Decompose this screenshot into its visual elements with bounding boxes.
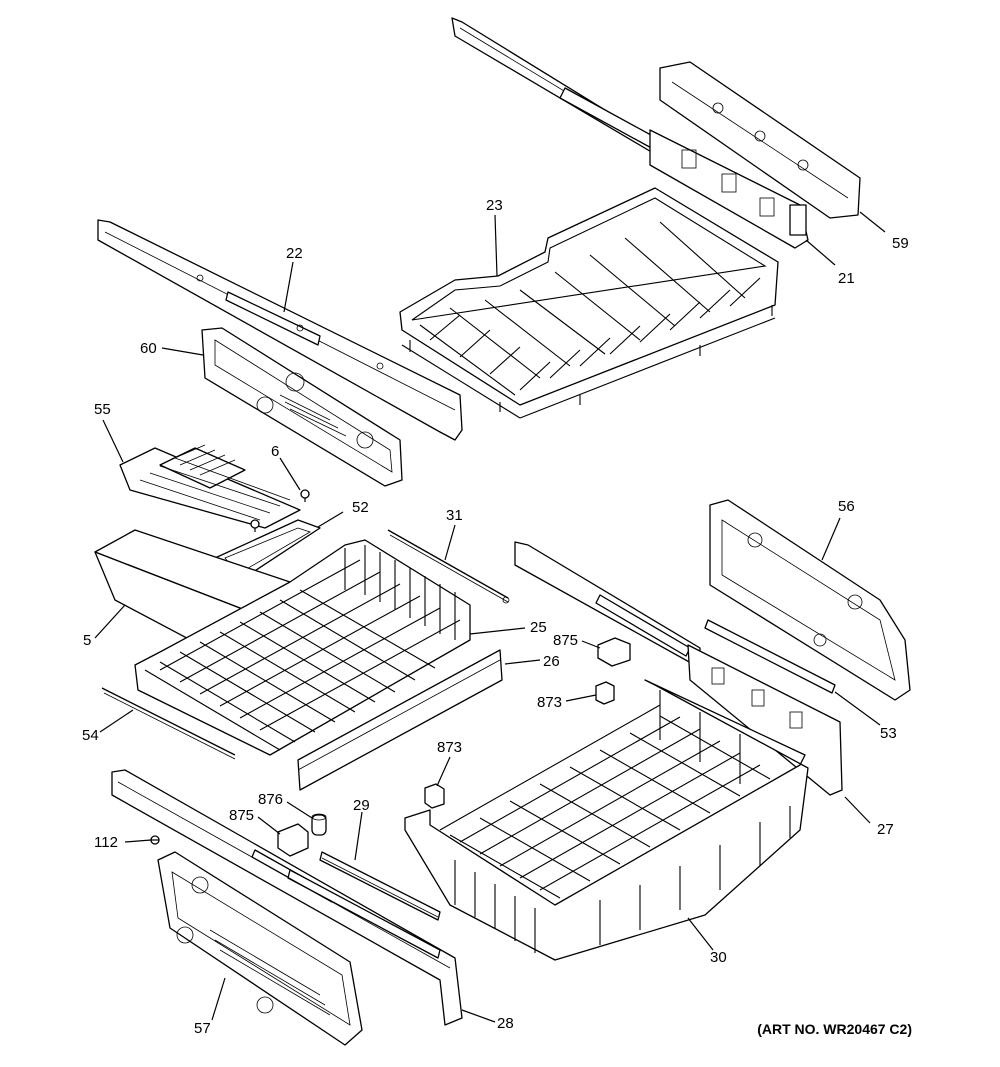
callout-55: 55 — [94, 401, 111, 418]
callout-59: 59 — [892, 235, 909, 252]
part-26-front-strip — [297, 649, 503, 791]
part-27-bracket — [687, 644, 843, 796]
part-60-bracket-housing — [201, 327, 403, 487]
part-57-bracket-housing — [157, 851, 363, 1046]
part-21-bracket — [649, 129, 809, 249]
callout-112: 112 — [94, 834, 118, 851]
callout-876: 876 — [258, 791, 283, 808]
part-56-housing — [709, 499, 911, 701]
leader-lines — [94, 211, 886, 1023]
part-54-wire-bar — [101, 687, 236, 760]
part-28-rail — [111, 769, 463, 1026]
callout-6: 6 — [271, 443, 279, 460]
part-59-rail — [451, 17, 861, 219]
callout-labels: 59 21 23 22 60 55 6 52 31 56 25 5 26 875… — [82, 197, 909, 1037]
callout-875-upper: 875 — [553, 632, 578, 649]
callout-57: 57 — [194, 1020, 211, 1037]
part-875-clip-lower — [277, 823, 309, 857]
callout-52: 52 — [352, 499, 369, 516]
callout-873-upper: 873 — [537, 694, 562, 711]
part-875-clip-upper — [597, 637, 631, 667]
part-6-screw — [250, 489, 310, 532]
callout-29: 29 — [353, 797, 370, 814]
callout-5: 5 — [83, 632, 91, 649]
callout-28: 28 — [497, 1015, 514, 1032]
callout-26: 26 — [543, 653, 560, 670]
part-30-right-basket — [404, 679, 809, 961]
part-55-tray-lid — [119, 444, 301, 529]
part-25-left-basket — [134, 539, 471, 756]
part-53-rail — [514, 541, 836, 694]
part-873-clip-lower — [424, 783, 445, 809]
part-29-bar — [319, 851, 441, 921]
callout-27: 27 — [877, 821, 894, 838]
part-112-screw — [150, 835, 160, 845]
part-873-clip-upper — [595, 681, 615, 705]
callout-30: 30 — [710, 949, 727, 966]
part-22-rail — [97, 219, 463, 441]
part-31-wire-bar — [387, 529, 510, 604]
callout-873-lower: 873 — [437, 739, 462, 756]
callout-25: 25 — [530, 619, 547, 636]
callout-60: 60 — [140, 340, 157, 357]
callout-56: 56 — [838, 498, 855, 515]
callout-875-lower: 875 — [229, 807, 254, 824]
callout-21: 21 — [838, 270, 855, 287]
part-876-pin — [311, 813, 327, 836]
art-number: (ART NO. WR20467 C2) — [757, 1021, 912, 1037]
callout-23: 23 — [486, 197, 503, 214]
callout-53: 53 — [880, 725, 897, 742]
callout-54: 54 — [82, 727, 99, 744]
callout-22: 22 — [286, 245, 303, 262]
part-23-upper-basket — [399, 187, 779, 419]
callout-31: 31 — [446, 507, 463, 524]
